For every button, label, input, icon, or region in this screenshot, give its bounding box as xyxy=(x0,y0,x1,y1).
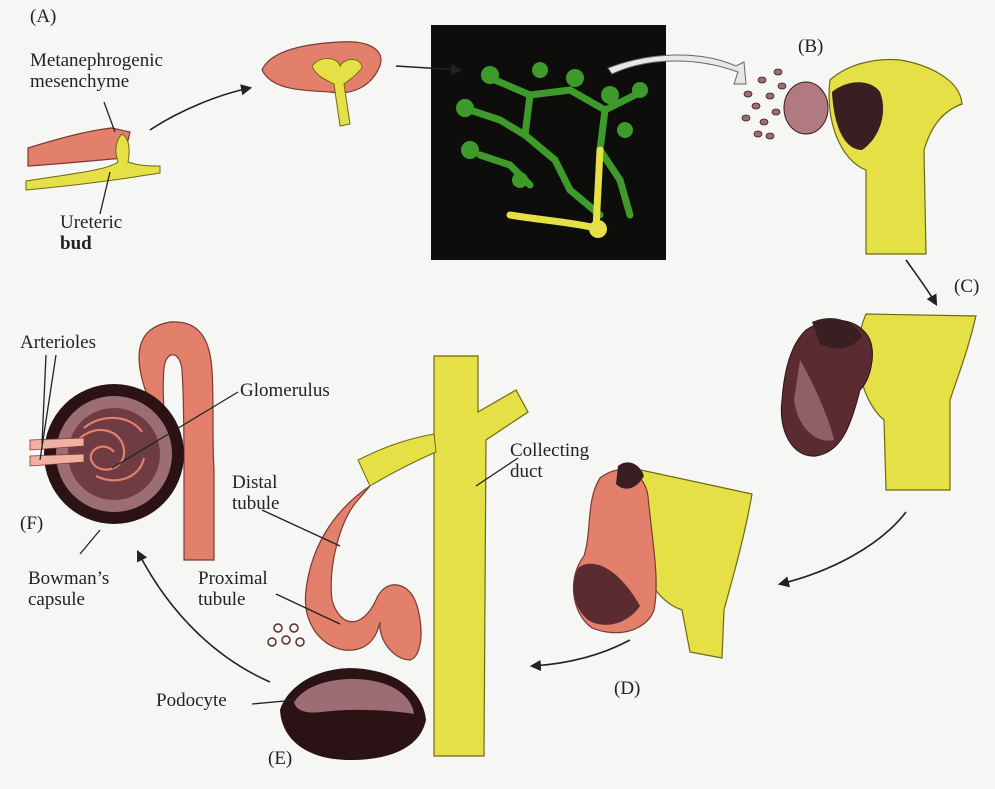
panel-label-a: (A) xyxy=(30,6,56,28)
stage-d-drawing xyxy=(573,462,752,658)
panel-label-c: (C) xyxy=(954,276,979,298)
stage-f-drawing xyxy=(30,322,214,560)
label-ureteric-bud: Ureteric bud xyxy=(60,212,122,254)
fluorescence-micrograph xyxy=(431,25,666,260)
stage-a-drawing xyxy=(26,128,160,190)
label-metanephrogenic-mesenchyme: Metanephrogenic mesenchyme xyxy=(30,50,163,92)
label-collecting-duct: Collecting duct xyxy=(510,440,589,482)
stage-e-drawing xyxy=(268,356,528,760)
stage-c-drawing xyxy=(781,314,976,490)
panel-label-e: (E) xyxy=(268,748,292,770)
label-distal-tubule: Distal tubule xyxy=(232,472,280,514)
panel-label-d: (D) xyxy=(614,678,640,700)
label-glomerulus: Glomerulus xyxy=(240,380,330,401)
label-bowmans-capsule: Bowman’s capsule xyxy=(28,568,109,610)
label-arterioles: Arterioles xyxy=(20,332,96,353)
stage-b-drawing xyxy=(742,60,962,254)
label-podocyte: Podocyte xyxy=(156,690,227,711)
panel-label-b: (B) xyxy=(798,36,823,58)
stage-a-branching-drawing xyxy=(262,42,381,126)
label-proximal-tubule: Proximal tubule xyxy=(198,568,268,610)
panel-label-f: (F) xyxy=(20,513,43,535)
